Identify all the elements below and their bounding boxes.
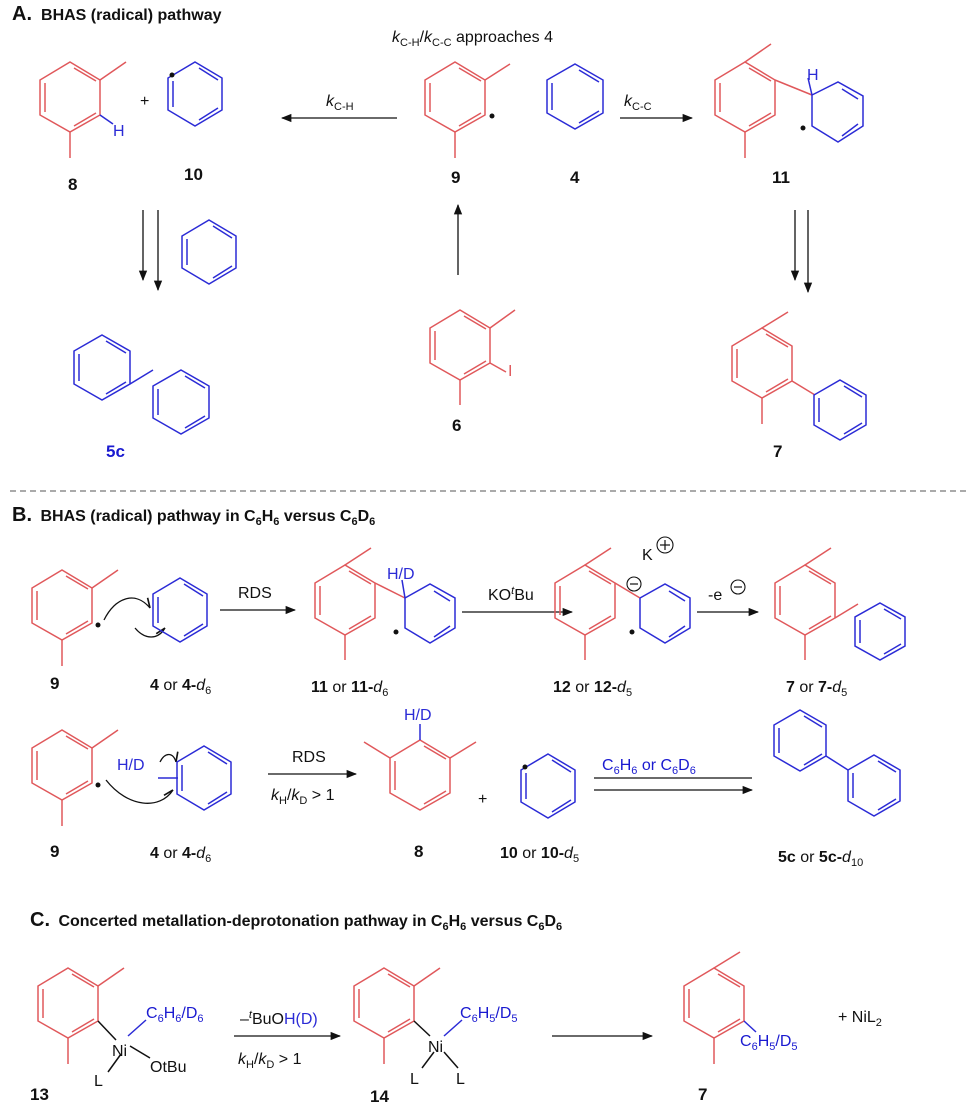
minus-e-label: -e [708, 587, 722, 604]
otbu-ligand: OtBu [150, 1059, 186, 1076]
label-11-or-11d6: 11 or 11-d6 [311, 679, 388, 699]
label-4-or-4d6: 4 or 4-d6 [150, 677, 211, 697]
compound-10-row2 [520, 753, 576, 819]
label-8: 8 [68, 175, 77, 194]
base-label: KOtBu [488, 585, 534, 604]
curved-arrow [105, 779, 174, 804]
atom-i: I [508, 363, 512, 380]
label-9: 9 [50, 842, 59, 861]
label-7: 7 [698, 1085, 707, 1104]
compound-9-aryl-radical [424, 61, 511, 158]
nil2-byproduct: + NiL2 [838, 1009, 882, 1029]
rds-label: RDS [292, 749, 326, 766]
label-12-or-12d5: 12 or 12-d5 [553, 679, 632, 699]
benzene-reagent [181, 219, 237, 285]
kcc-label: kC-C [624, 93, 652, 113]
plus-sign: + [478, 791, 487, 808]
plus-sign: + [140, 93, 149, 110]
radical-dot [522, 764, 528, 770]
label-7-or-7d5: 7 or 7-d5 [786, 679, 847, 699]
label-9: 9 [451, 168, 460, 187]
label-9: 9 [50, 674, 59, 693]
compound-8-row2 [363, 724, 477, 811]
radical-dot [95, 622, 101, 628]
arene-ligand-13: C6H6/D6 [146, 1005, 204, 1025]
label-14: 14 [370, 1087, 389, 1106]
nickel-atom: Ni [428, 1039, 443, 1056]
rds-label: RDS [238, 585, 272, 602]
ligand-l: L [410, 1071, 419, 1088]
compound-4-benzene [546, 63, 604, 130]
leaving-group-label: –tBuOH(D) [240, 1009, 318, 1028]
label-4: 4 [570, 168, 580, 187]
anion-charge-icon [626, 576, 642, 592]
selectivity-header: kC-H/kC-C approaches 4 [392, 29, 553, 49]
compound-5c-biphenyl [73, 334, 210, 435]
radical-dot [629, 629, 635, 635]
compound-11-cyclohexadienyl-radical [714, 43, 864, 158]
compound-11-row1 [314, 547, 456, 660]
solvent-label: C6H6 or C6D6 [602, 757, 696, 777]
kch-label: kC-H [326, 93, 354, 113]
compound-4-row1 [152, 577, 208, 643]
compound-7-terphenyl [731, 311, 867, 441]
ligand-l: L [456, 1071, 465, 1088]
compound-8-m-xylene [39, 61, 127, 158]
label-10: 10 [184, 165, 203, 184]
hd-label: H/D [117, 757, 145, 774]
curved-arrow [103, 597, 151, 621]
kie-label: kH/kD > 1 [271, 787, 335, 807]
compound-5c-row2 [773, 709, 901, 817]
radical-dot [393, 629, 399, 635]
hd-label: H/D [404, 707, 432, 724]
section-c-title: C. Concerted metallation-deprotonation p… [30, 909, 562, 933]
label-11: 11 [772, 168, 790, 187]
section-b-title: B. BHAS (radical) pathway in C6H6 versus… [12, 504, 375, 528]
section-a-title: A. BHAS (radical) pathway [12, 3, 222, 25]
label-5c: 5c [106, 442, 125, 461]
ligand-l: L [94, 1073, 103, 1090]
label-13: 13 [30, 1085, 49, 1104]
aryl-substituent-7: C6H5/D5 [740, 1033, 798, 1053]
compound-7-section-c [683, 951, 757, 1064]
compound-12-radical-anion [554, 547, 691, 660]
compound-13-nickel-complex [37, 967, 151, 1073]
label-8: 8 [414, 842, 423, 861]
cation-charge-icon [656, 536, 674, 554]
compound-7-row1 [774, 547, 906, 661]
potassium-label: K [642, 547, 653, 564]
hd-label: H/D [387, 566, 415, 583]
curved-arrow [134, 627, 166, 638]
nickel-atom: Ni [112, 1043, 127, 1060]
compound-9-row1 [31, 569, 119, 666]
label-6: 6 [452, 416, 461, 435]
curved-arrow [159, 751, 179, 763]
label-7: 7 [773, 442, 782, 461]
label-4-or-4d6: 4 or 4-d6 [150, 845, 211, 865]
kie-label: kH/kD > 1 [238, 1051, 302, 1071]
atom-h: H [807, 67, 819, 84]
radical-dot [489, 113, 495, 119]
radical-dot [169, 72, 175, 78]
compound-9-row2 [31, 729, 119, 826]
label-5c-or-5cd10: 5c or 5c-d10 [778, 849, 863, 869]
label-10-or-10d5: 10 or 10-d5 [500, 845, 579, 865]
radical-dot [800, 125, 806, 131]
electron-charge-icon [730, 579, 746, 595]
compound-14-aryl-nickel [353, 967, 463, 1069]
atom-h: H [113, 123, 125, 140]
compound-10-phenyl-radical [167, 61, 223, 127]
aryl-ligand-14: C6H5/D5 [460, 1005, 518, 1025]
compound-6-iodo-xylene [429, 309, 516, 405]
radical-dot [95, 782, 101, 788]
compound-4-row2 [158, 745, 232, 811]
